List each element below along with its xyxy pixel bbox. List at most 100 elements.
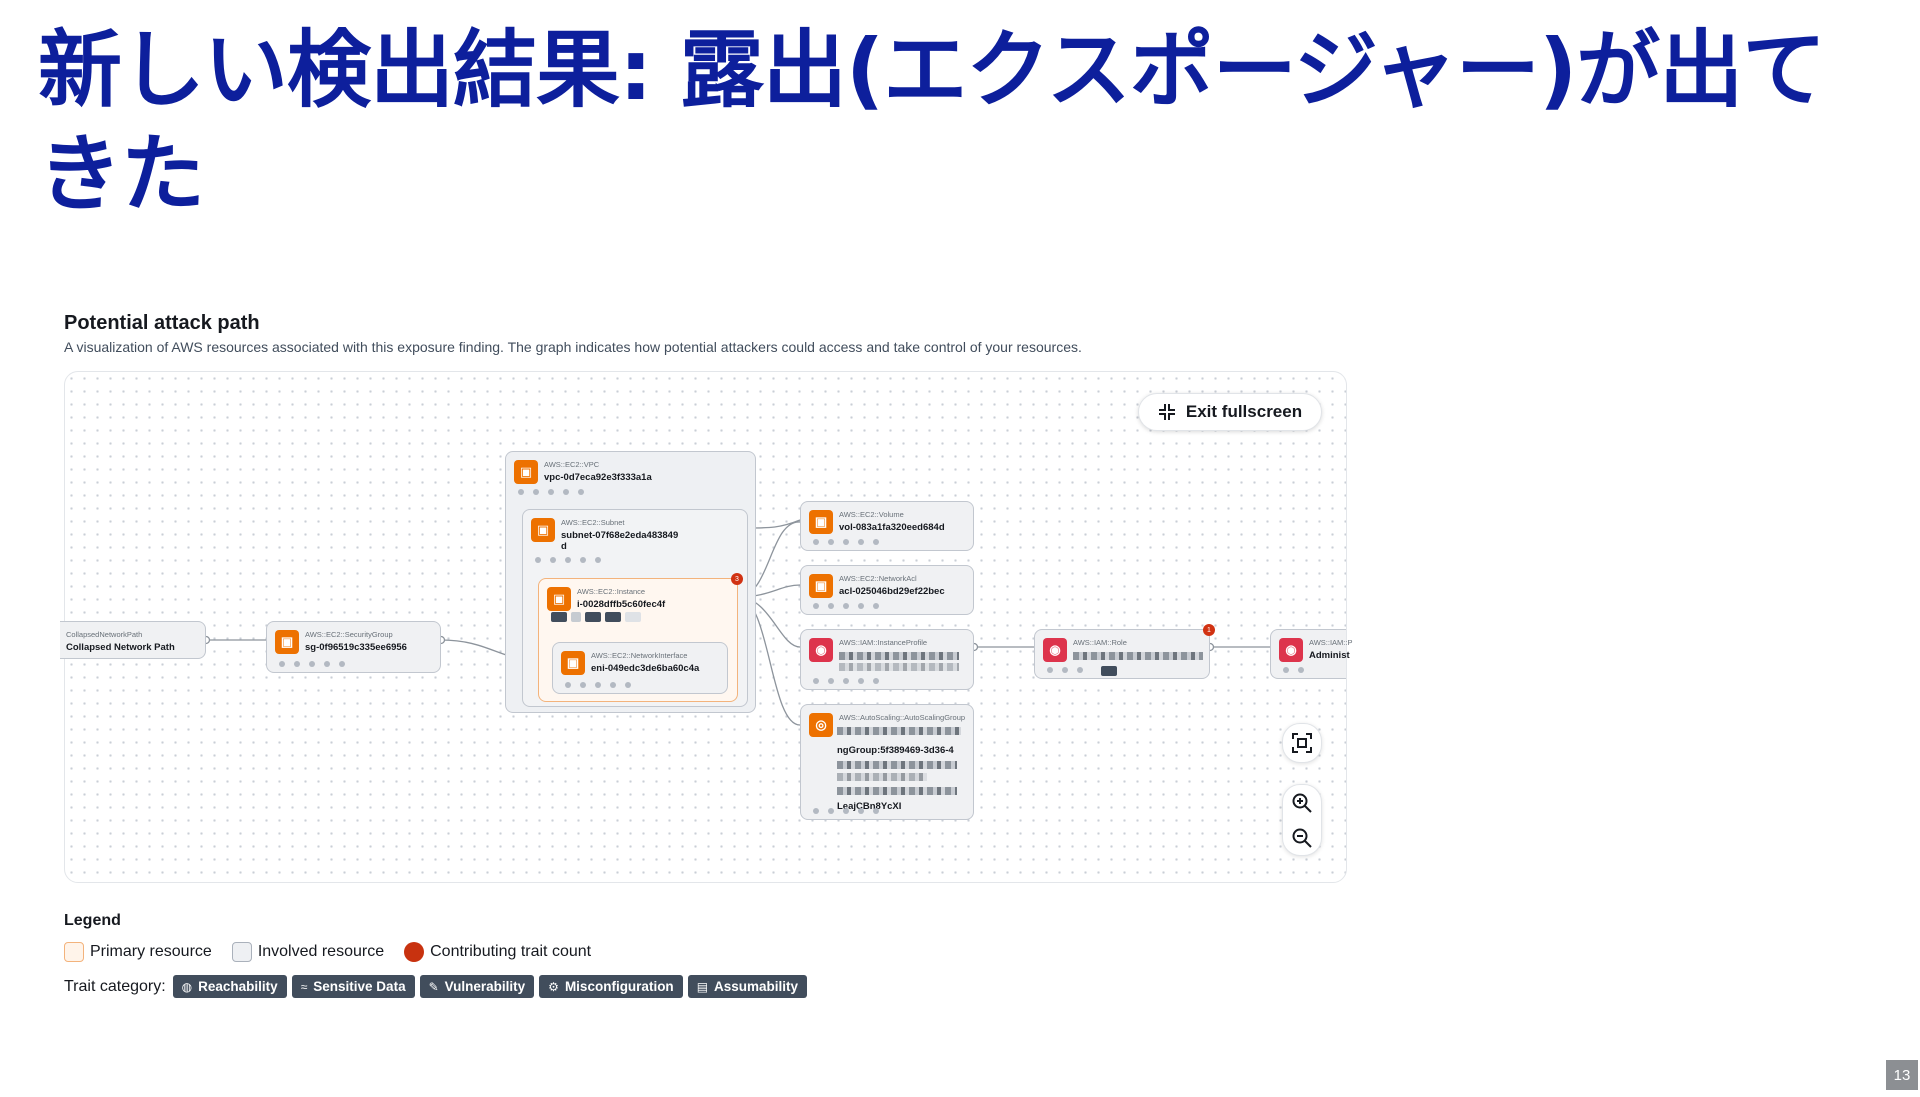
ec2-icon: ▣ [809, 510, 833, 534]
trait-label: Reachability [198, 979, 278, 994]
instance-trait-count-badge: 3 [731, 573, 743, 585]
autoscaling-group-node[interactable]: ◎ AWS::AutoScaling::AutoScalingGroup ngG… [800, 704, 974, 820]
node-id: eni-049edc3de6ba60c4a [591, 663, 700, 674]
zoom-in-icon[interactable] [1292, 793, 1312, 813]
exit-fullscreen-icon [1158, 404, 1175, 420]
network-interface-node[interactable]: ▣ AWS::EC2::NetworkInterface eni-049edc3… [552, 642, 728, 694]
node-type: AWS::EC2::Subnet [561, 518, 625, 527]
security-group-node[interactable]: ▣ AWS::EC2::SecurityGroup sg-0f96519c335… [266, 621, 441, 673]
primary-swatch [64, 942, 84, 962]
trait-category-row: Trait category: ◍ Reachability ≈ Sensiti… [64, 975, 808, 998]
node-id: subnet-07f68e2eda483849 [561, 530, 679, 541]
ec2-icon: ▣ [809, 574, 833, 598]
redacted-id [1073, 652, 1203, 660]
panel-title: Potential attack path [64, 312, 260, 334]
node-id: Collapsed Network Path [66, 642, 175, 653]
trait-dots [518, 489, 584, 495]
ec2-icon: ▣ [547, 587, 571, 611]
node-id-continued: d [561, 541, 567, 552]
trait-chip-misconfiguration[interactable]: ⚙ Misconfiguration [539, 975, 683, 998]
legend-involved: Involved resource [231, 942, 385, 962]
node-type: AWS::EC2::NetworkInterface [591, 651, 688, 660]
node-type: AWS::AutoScaling::AutoScalingGroup [839, 713, 966, 722]
trait-chip-sensitive-data[interactable]: ≈ Sensitive Data [291, 975, 415, 998]
trait-label: Sensitive Data [313, 979, 406, 994]
trait-dots [813, 603, 879, 609]
node-id: vol-083a1fa320eed684d [839, 522, 945, 533]
trait-label: Vulnerability [444, 979, 526, 994]
trait-category-label: Trait category: [64, 977, 166, 995]
id-card-icon: ▤ [696, 979, 709, 994]
node-type: AWS::EC2::Volume [839, 510, 904, 519]
trait-dots [813, 808, 879, 814]
iam-icon: ◉ [1043, 638, 1067, 662]
fit-view-button[interactable] [1282, 723, 1322, 763]
trait-dots [1047, 667, 1083, 673]
trait-chips [551, 612, 641, 622]
redacted-id [837, 761, 957, 769]
legend-involved-label: Involved resource [257, 943, 385, 960]
ec2-icon: ▣ [561, 651, 585, 675]
trait-chip-vulnerability[interactable]: ✎ Vulnerability [419, 975, 535, 998]
globe-icon: ◍ [181, 979, 193, 994]
node-id: sg-0f96519c335ee6956 [305, 642, 407, 653]
zoom-out-icon[interactable] [1292, 828, 1312, 848]
legend-row: Primary resource Involved resource Contr… [64, 942, 591, 962]
instance-profile-node[interactable]: ◉ AWS::IAM::InstanceProfile [800, 629, 974, 690]
trait-chip-assumability[interactable]: ▤ Assumability [687, 975, 808, 998]
autoscaling-icon: ◎ [809, 713, 833, 737]
node-type: AWS::EC2::Instance [577, 587, 646, 596]
bug-icon: ✎ [428, 979, 439, 994]
redacted-id [839, 663, 959, 671]
contributing-swatch [404, 942, 425, 962]
node-type: CollapsedNetworkPath [66, 630, 143, 639]
node-type: AWS::EC2::VPC [544, 460, 600, 469]
node-id: acl-025046bd29ef22bec [839, 586, 945, 597]
node-type: AWS::IAM::InstanceProfile [839, 638, 928, 647]
trait-label: Misconfiguration [564, 979, 674, 994]
legend-contributing-label: Contributing trait count [430, 943, 592, 960]
node-id: Administ [1309, 650, 1350, 661]
node-type: AWS::EC2::SecurityGroup [305, 630, 393, 639]
trait-dots [813, 678, 879, 684]
page-number: 13 [1886, 1060, 1918, 1090]
involved-swatch [231, 942, 252, 962]
node-type: AWS::IAM::Role [1073, 638, 1127, 647]
iam-icon: ◉ [1279, 638, 1303, 662]
redacted-id [837, 727, 961, 735]
node-type: AWS::IAM::P [1309, 638, 1353, 647]
data-icon: ≈ [300, 979, 308, 994]
trait-chip-reachability[interactable]: ◍ Reachability [172, 975, 287, 998]
trait-dots [1283, 667, 1304, 673]
ec2-icon: ▣ [514, 460, 538, 484]
iam-policy-node[interactable]: ◉ AWS::IAM::P Administ [1270, 629, 1352, 679]
trait-dots [535, 557, 601, 563]
zoom-controls [1282, 784, 1322, 856]
redacted-id [837, 787, 957, 795]
redacted-id [837, 773, 927, 781]
network-acl-node[interactable]: ▣ AWS::EC2::NetworkAcl acl-025046bd29ef2… [800, 565, 974, 615]
gear-icon: ⚙ [548, 979, 559, 994]
trait-label: Assumability [714, 979, 799, 994]
trait-dots [565, 682, 631, 688]
exit-fullscreen-label: Exit fullscreen [1185, 402, 1303, 421]
ec2-icon: ▣ [275, 630, 299, 654]
ebs-volume-node[interactable]: ▣ AWS::EC2::Volume vol-083a1fa320eed684d [800, 501, 974, 551]
trait-dots [279, 661, 345, 667]
node-id-tail: LeajCBn8YcXI [837, 801, 902, 812]
legend-primary-label: Primary resource [90, 943, 212, 960]
slide-title: 新しい検出結果: 露出(エクスポージャー)が出てきた [38, 21, 1826, 223]
trait-chip [1101, 666, 1117, 676]
collapsed-network-path-node[interactable]: CollapsedNetworkPath Collapsed Network P… [60, 621, 206, 659]
redacted-id [839, 652, 959, 660]
fit-view-icon [1292, 733, 1312, 753]
node-id: ngGroup:5f389469-3d36-4 [837, 745, 954, 756]
legend-title: Legend [64, 912, 121, 929]
node-type: AWS::EC2::NetworkAcl [839, 574, 917, 583]
trait-dots [813, 539, 879, 545]
legend-contributing: Contributing trait count [404, 942, 591, 962]
panel-description: A visualization of AWS resources associa… [64, 339, 1082, 355]
exit-fullscreen-button[interactable]: Exit fullscreen [1138, 393, 1322, 431]
iam-role-node[interactable]: ◉ AWS::IAM::Role [1034, 629, 1210, 679]
node-id: vpc-0d7eca92e3f333a1a [544, 472, 652, 483]
